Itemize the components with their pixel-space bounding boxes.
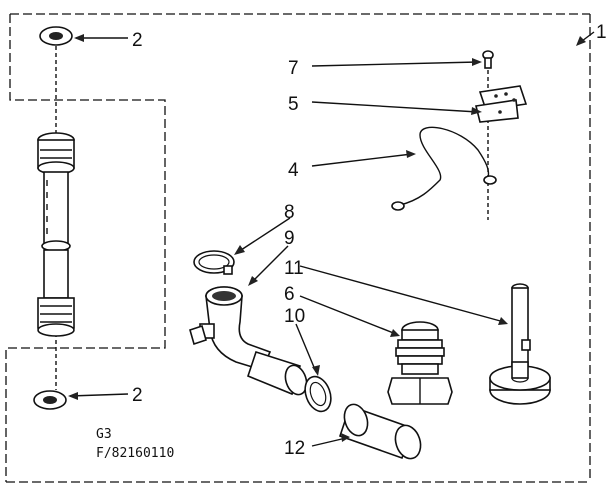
washer-bottom bbox=[33, 390, 67, 410]
arrow-washer-top bbox=[74, 34, 84, 42]
hose-clamp-lower bbox=[304, 375, 332, 413]
ground-wire bbox=[391, 126, 497, 211]
drain-post bbox=[489, 283, 551, 405]
arrow-washer-bottom bbox=[68, 392, 78, 400]
drain-elbow bbox=[189, 286, 272, 371]
callout-clamp-lower: 10 bbox=[284, 306, 305, 327]
group-code: G3 bbox=[96, 427, 112, 442]
callout-clip: 5 bbox=[288, 94, 299, 115]
hose-clamp bbox=[193, 250, 235, 275]
leader-clamp bbox=[237, 217, 291, 253]
callout-clamp: 8 bbox=[284, 202, 295, 223]
hose-coupling bbox=[338, 403, 422, 460]
clip bbox=[475, 85, 528, 123]
leader-clamp-lower bbox=[295, 323, 317, 373]
arrow-hose-coupling bbox=[341, 433, 350, 442]
leader-plug bbox=[299, 295, 397, 335]
screw bbox=[482, 50, 494, 69]
leader-screw bbox=[311, 61, 479, 67]
arrow-clip bbox=[471, 107, 482, 115]
callout-elbow: 9 bbox=[284, 228, 295, 249]
arrow-clamp-lower bbox=[312, 365, 320, 376]
figure-code: F/82160110 bbox=[96, 446, 174, 461]
leader-drain-post bbox=[299, 265, 505, 323]
arrow-ground-wire bbox=[406, 150, 416, 158]
arrow-screw bbox=[472, 58, 482, 66]
callout-plug: 6 bbox=[284, 284, 295, 305]
arrow-frame bbox=[576, 36, 586, 46]
callout-hose-coupling: 12 bbox=[284, 438, 305, 459]
leader-elbow bbox=[251, 245, 289, 283]
arrow-clamp bbox=[234, 245, 245, 255]
arrow-drain-post bbox=[498, 317, 508, 325]
leader-ground-wire bbox=[311, 153, 413, 167]
plug bbox=[387, 321, 453, 405]
leader-hose-coupling bbox=[311, 437, 347, 447]
washer-top bbox=[39, 26, 73, 46]
fill-hose bbox=[37, 132, 75, 337]
arrow-plug bbox=[390, 329, 400, 337]
leader-clip bbox=[311, 101, 479, 113]
assembly-boundary bbox=[5, 13, 591, 483]
arrow-elbow bbox=[248, 276, 258, 286]
callout-washer-top: 2 bbox=[132, 30, 143, 51]
drain-hose bbox=[247, 350, 308, 396]
callout-screw: 7 bbox=[288, 58, 299, 79]
callout-ground-wire: 4 bbox=[288, 160, 299, 181]
leader-washer-bottom bbox=[69, 393, 129, 397]
callout-frame: 1 bbox=[596, 22, 607, 43]
callout-drain-post: 11 bbox=[284, 258, 304, 279]
callout-washer-bottom: 2 bbox=[132, 385, 143, 406]
